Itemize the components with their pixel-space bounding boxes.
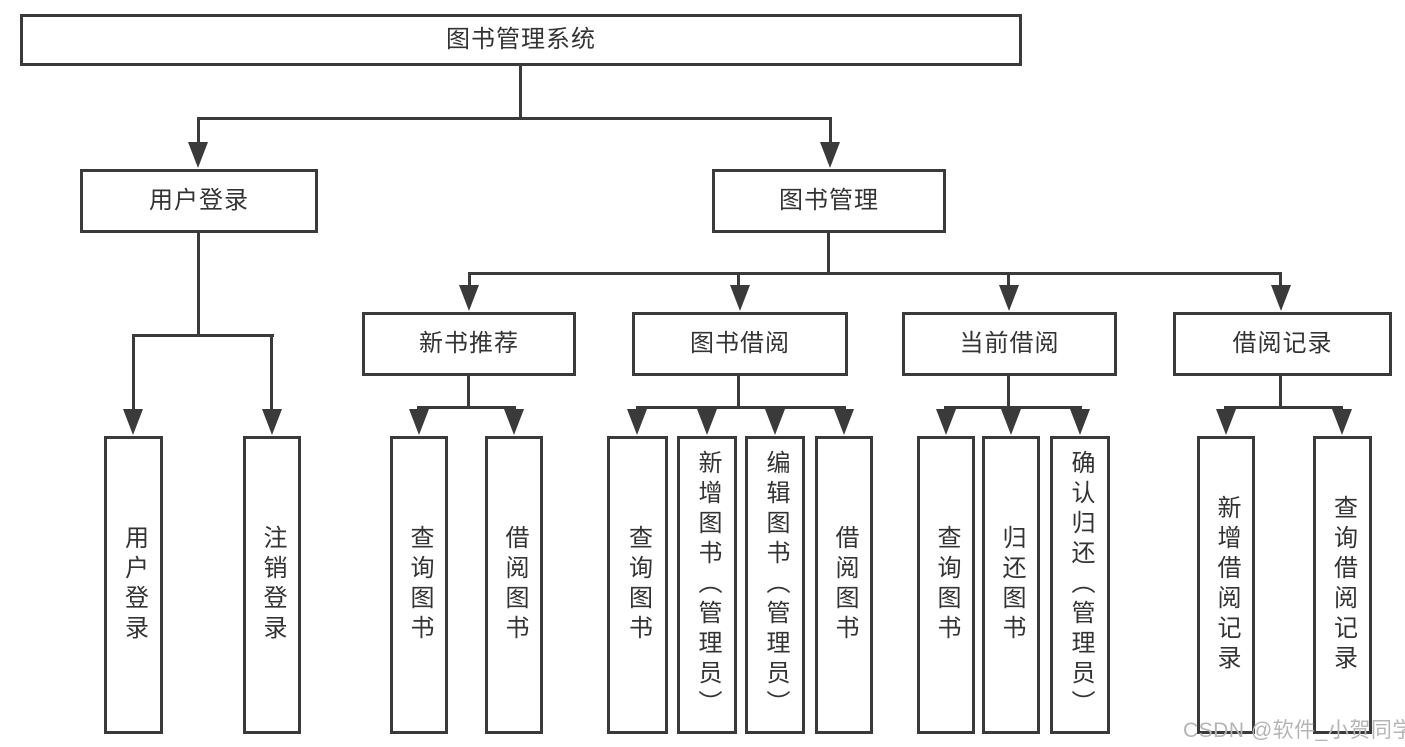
node-borrow-record: 借阅记录	[1173, 312, 1392, 376]
node-system-label: 图书管理系统	[446, 25, 596, 53]
node-borrow-record-label: 借阅记录	[1232, 329, 1333, 357]
arrowhead-down-icon	[820, 142, 840, 168]
node-system: 图书管理系统	[20, 14, 1022, 66]
node-book-borrow-label: 图书借阅	[690, 329, 790, 357]
connector-line	[737, 376, 740, 409]
arrowhead-down-icon	[1271, 285, 1291, 311]
node-book-management-label: 图书管理	[779, 186, 879, 214]
node-bb-edit-book-label: 编辑图书（管理员）	[762, 450, 789, 720]
connector-line	[132, 334, 274, 337]
arrowhead-down-icon	[999, 285, 1019, 311]
node-user-login: 用户登录	[80, 169, 318, 233]
connector-line	[1279, 376, 1282, 409]
node-cb-return-book-label: 归还图书	[998, 525, 1025, 645]
node-bb-query-book-label: 查询图书	[624, 525, 652, 645]
node-bb-add-book-label: 新增图书（管理员）	[694, 450, 721, 720]
arrowhead-down-icon	[1001, 409, 1021, 435]
watermark: CSDN @软件_小贺同学	[1183, 719, 1405, 742]
node-ul-user-login: 用户登录	[104, 436, 163, 734]
node-cb-confirm-return-label: 确认归还（管理员）	[1067, 450, 1094, 720]
connector-line	[519, 66, 522, 120]
arrowhead-down-icon	[936, 409, 956, 435]
connector-line	[827, 233, 830, 275]
arrowhead-down-icon	[504, 409, 524, 435]
arrowhead-down-icon	[1332, 409, 1352, 435]
node-ul-logout-label: 注销登录	[259, 525, 286, 645]
node-br-query-record-label: 查询借阅记录	[1329, 495, 1357, 675]
connector-line	[468, 272, 471, 290]
arrowhead-down-icon	[409, 409, 429, 435]
connector-line	[1007, 376, 1010, 409]
node-br-query-record: 查询借阅记录	[1313, 436, 1372, 734]
node-cb-query-book-label: 查询图书	[933, 525, 960, 645]
node-new-book-recommend-label: 新书推荐	[419, 329, 519, 357]
arrowhead-down-icon	[1070, 409, 1090, 435]
connector-line	[467, 376, 470, 409]
connector-line	[737, 272, 740, 290]
node-current-borrow-label: 当前借阅	[959, 329, 1060, 357]
arrowhead-down-icon	[730, 285, 750, 311]
node-cb-query-book: 查询图书	[917, 436, 975, 734]
connector-line	[944, 406, 1082, 409]
node-cb-confirm-return: 确认归还（管理员）	[1050, 436, 1110, 734]
node-bb-borrow-book-label: 借阅图书	[831, 525, 858, 645]
connector-line	[270, 334, 273, 412]
connector-line	[197, 233, 200, 337]
node-bb-edit-book: 编辑图书（管理员）	[745, 436, 805, 734]
node-nb-borrow-book: 借阅图书	[485, 436, 543, 734]
connector-line	[1007, 272, 1010, 290]
node-ul-user-login-label: 用户登录	[120, 525, 148, 645]
arrowhead-down-icon	[834, 409, 854, 435]
connector-line	[1279, 272, 1282, 290]
arrowhead-down-icon	[262, 409, 282, 435]
node-bb-add-book: 新增图书（管理员）	[677, 436, 737, 734]
arrowhead-down-icon	[123, 409, 143, 435]
connector-line	[197, 117, 200, 145]
node-br-add-record-label: 新增借阅记录	[1213, 495, 1240, 675]
connector-line	[417, 406, 516, 409]
arrowhead-down-icon	[459, 285, 479, 311]
connector-line	[829, 117, 832, 145]
node-current-borrow: 当前借阅	[902, 312, 1117, 376]
connector-line	[132, 334, 135, 412]
node-nb-borrow-book-label: 借阅图书	[501, 525, 528, 645]
arrowhead-down-icon	[765, 409, 785, 435]
node-book-borrow: 图书借阅	[632, 312, 848, 376]
node-ul-logout: 注销登录	[243, 436, 301, 734]
node-nb-query-book: 查询图书	[390, 436, 448, 734]
arrowhead-down-icon	[188, 142, 208, 168]
node-bb-borrow-book: 借阅图书	[815, 436, 873, 734]
node-user-login-label: 用户登录	[149, 186, 249, 214]
arrowhead-down-icon	[697, 409, 717, 435]
node-book-management: 图书管理	[712, 169, 946, 233]
node-nb-query-book-label: 查询图书	[406, 525, 433, 645]
connector-line	[197, 117, 832, 120]
node-br-add-record: 新增借阅记录	[1197, 436, 1255, 734]
connector-line	[636, 406, 846, 409]
arrowhead-down-icon	[627, 409, 647, 435]
arrowhead-down-icon	[1216, 409, 1236, 435]
node-cb-return-book: 归还图书	[982, 436, 1040, 734]
connector-line	[468, 272, 1282, 275]
node-new-book-recommend: 新书推荐	[362, 312, 576, 376]
connector-line	[1224, 406, 1343, 409]
node-bb-query-book: 查询图书	[607, 436, 668, 734]
